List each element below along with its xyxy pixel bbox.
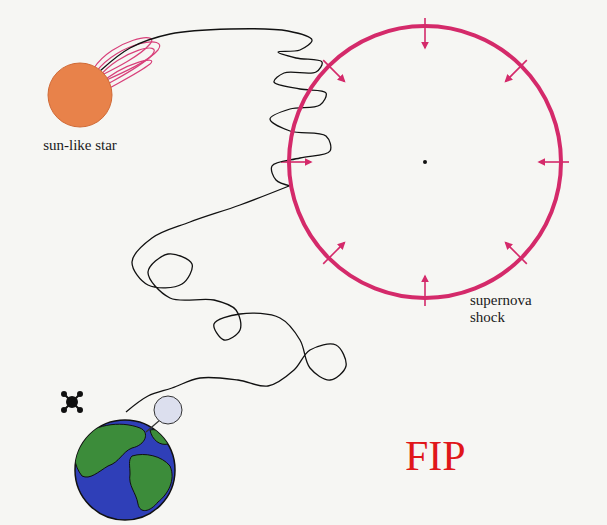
earth <box>75 420 175 520</box>
shock-arrows <box>281 18 569 306</box>
shock-ring <box>289 26 561 298</box>
node-label: sun-like star <box>43 137 117 154</box>
inward-arrow <box>281 161 311 163</box>
label-wrap: supernova shock <box>470 292 550 327</box>
star-disc <box>48 63 112 127</box>
node-outline <box>287 24 563 300</box>
node-label: supernova shock <box>470 292 550 327</box>
shock-center <box>423 160 427 164</box>
satellite-icon <box>62 392 82 412</box>
node-outline <box>47 62 113 128</box>
shock-circle: supernova shock <box>287 24 563 300</box>
label-wrap: FIP <box>405 432 466 480</box>
label-wrap: sun-like star <box>7 136 153 154</box>
star-circle: sun-like star <box>47 62 113 128</box>
particle-path <box>126 186 346 412</box>
inward-arrow <box>424 276 426 306</box>
inward-arrow <box>539 161 569 163</box>
inward-arrow <box>424 18 426 48</box>
figure-label: FIP <box>405 432 466 480</box>
detector-balloon <box>146 396 182 432</box>
particle-path <box>101 29 331 186</box>
